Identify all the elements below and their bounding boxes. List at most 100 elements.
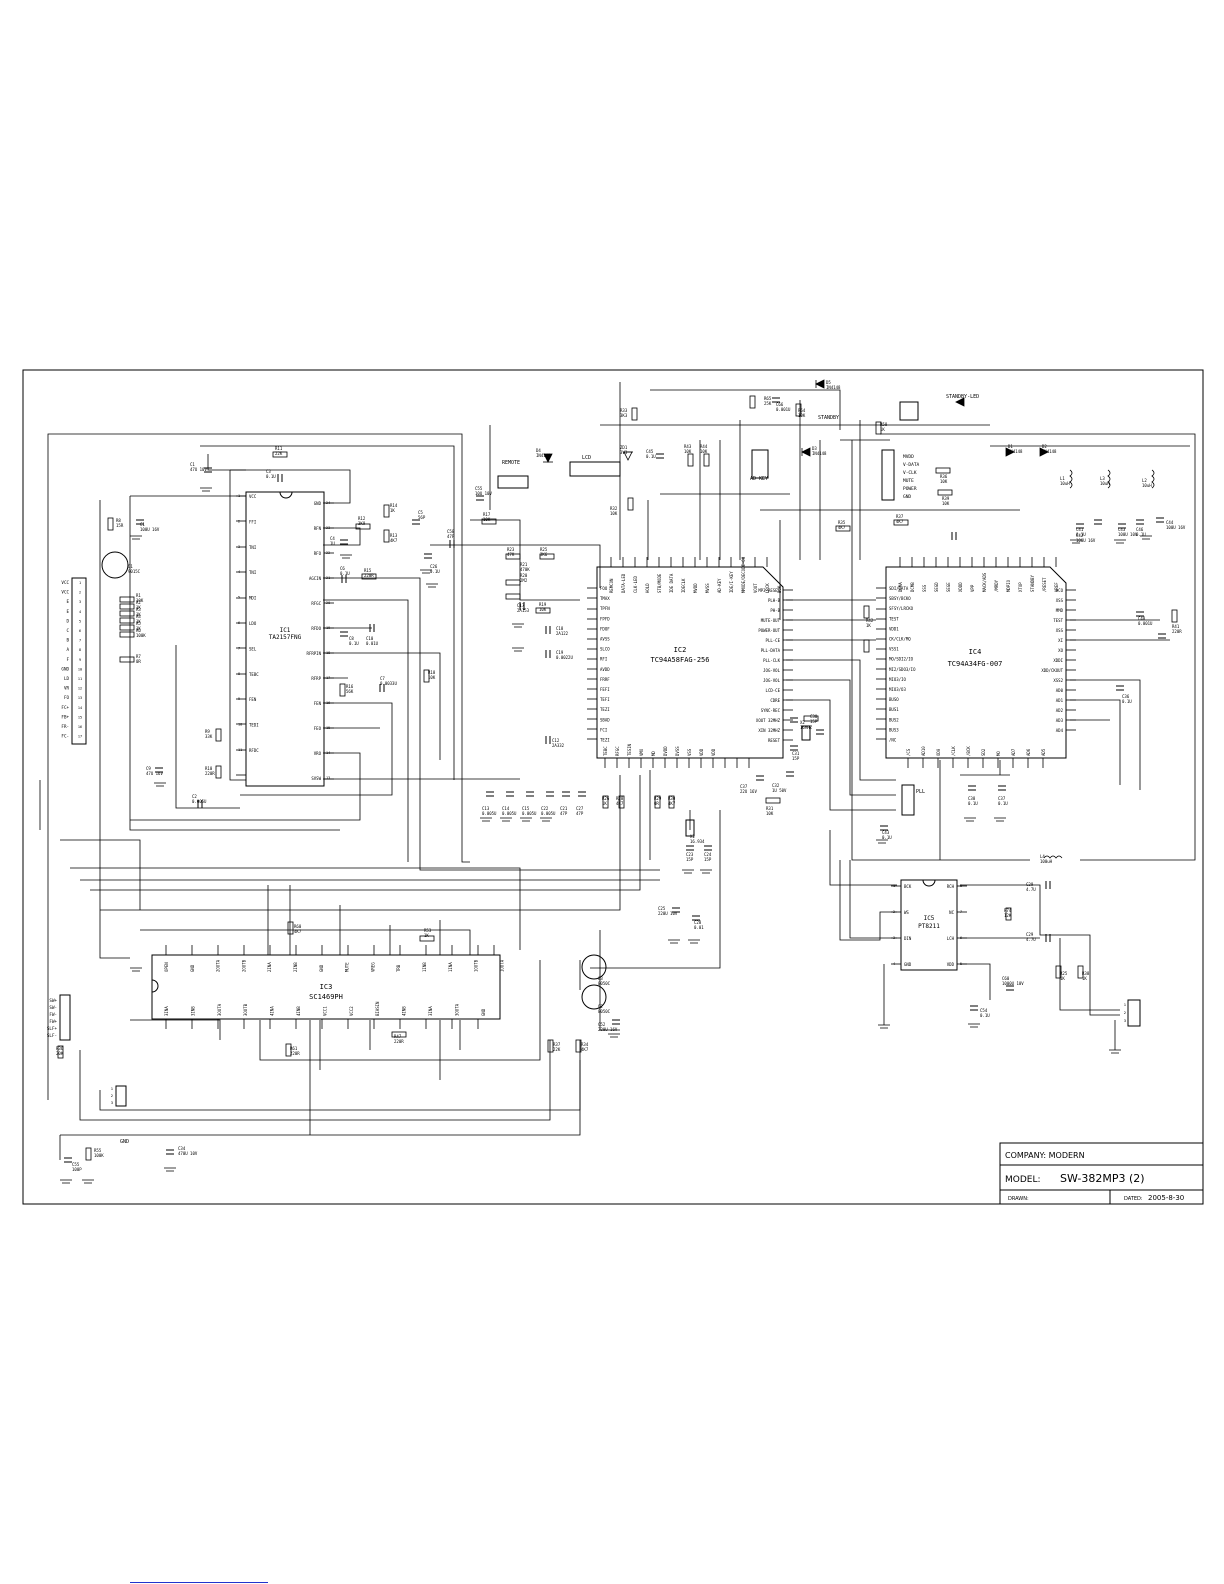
- model-label: MODEL:: [1005, 1175, 1041, 1185]
- j1-pin-number: 16: [78, 725, 82, 729]
- component-value: 220U 16V: [598, 1027, 618, 1032]
- component-ref: R31: [766, 806, 774, 811]
- ic2-pin-name: DVDD: [663, 746, 668, 756]
- ic2-pin-name: SLCO: [600, 647, 610, 652]
- component-value: 0.1U: [430, 569, 440, 574]
- label-pll: PLL: [916, 789, 925, 795]
- resistors: [57, 395, 1178, 1161]
- component-ref: Q3: [598, 976, 603, 981]
- component-value: 0.1U: [882, 835, 892, 840]
- ic3-pin-name: VCC2: [349, 1006, 354, 1016]
- component-value: 10K: [610, 511, 618, 516]
- transistor-q1: [101, 551, 129, 579]
- component-value: 0.1U: [646, 454, 656, 459]
- j2-pin-number: 3: [1124, 1018, 1126, 1023]
- ic2-ref: IC2: [674, 646, 687, 654]
- ic4-pin-name: VDD1: [889, 626, 899, 631]
- component-ref: R21: [520, 562, 528, 567]
- component-ref: C14: [502, 806, 510, 811]
- bottom-link-underline: [130, 1582, 268, 1583]
- ic4-pin-name: XSS: [1056, 598, 1064, 603]
- ic4-ref: IC4: [969, 648, 982, 656]
- j6-pin-label: GND: [903, 494, 911, 500]
- connector-j4-labels: 123: [111, 1086, 114, 1105]
- ic1-pin-name: GND: [314, 501, 322, 506]
- component-value: 0.01: [694, 925, 704, 930]
- ic1-pin-name: VRO: [314, 751, 322, 756]
- j1-pin-number: 6: [79, 629, 81, 633]
- component-value: 15R: [116, 523, 124, 528]
- component-value: 0.1U: [340, 571, 350, 576]
- ic4-pin-name: MIO3/IO: [889, 677, 906, 682]
- ic5-pin-number: 5: [960, 962, 962, 966]
- ic1-pin-name: LDO: [249, 621, 257, 626]
- j5-pin-label: SLF+: [47, 1026, 58, 1031]
- component-value: 0.1U: [980, 1013, 990, 1018]
- component-value: 470U 10V: [178, 1151, 198, 1156]
- j1-pin-label: FB+: [61, 714, 69, 719]
- component-value: 0.1U: [968, 801, 978, 806]
- ic1-pin-number: 18: [326, 651, 330, 655]
- component-ref: R39: [942, 496, 950, 501]
- component-value: 4.7U: [1026, 887, 1036, 892]
- component-value: 100U 16V: [1076, 538, 1096, 543]
- ic4-pin-name: SBSY/BCKO: [889, 596, 911, 601]
- ic1-pin-name: SEL: [249, 646, 257, 651]
- component-value: 47P: [447, 534, 455, 539]
- component-value: 47K: [507, 552, 515, 557]
- component-value: 1K: [136, 605, 141, 610]
- component-value: 15P: [792, 756, 800, 761]
- component-value: 10K: [942, 501, 950, 506]
- component-ref: R15: [364, 568, 372, 573]
- component-value: 4K7: [896, 519, 904, 524]
- component-value: 56K: [346, 689, 354, 694]
- component-value: 0.1U: [998, 801, 1008, 806]
- component-ref: C29: [1026, 932, 1034, 937]
- ic2-pin-name: REMCON: [609, 578, 614, 593]
- j1-pin-number: 2: [79, 591, 81, 595]
- component-value: 10uH: [1100, 481, 1110, 486]
- connector-j6: [881, 449, 895, 501]
- component-value: 10K: [700, 449, 708, 454]
- component-value: 16MHZ: [800, 725, 813, 730]
- ic5-pin-number: 2: [893, 910, 895, 914]
- ic2-left-pins: FOOTMAXTPFNFPFDFDOFAVSSSLCORFIAVDDFRRFFE…: [600, 586, 610, 743]
- component-ref: C45: [646, 449, 654, 454]
- component-value: 0.005U: [482, 811, 497, 816]
- component-value: 22K: [553, 1047, 561, 1052]
- component-ref: C37: [740, 784, 748, 789]
- ground-symbols: [60, 487, 1152, 1184]
- model-value: SW-382MP3 (2): [1060, 1172, 1145, 1185]
- component-value: 10K: [940, 479, 948, 484]
- j1-pin-number: 13: [78, 696, 82, 700]
- component-value: 100K: [136, 633, 146, 638]
- ic1-pin-number: 14: [326, 751, 330, 755]
- component-ref: C43: [1118, 527, 1126, 532]
- component-value: 10K: [428, 675, 436, 680]
- ic4-pin-name: /NC: [889, 738, 897, 743]
- component-ref: R1: [136, 593, 141, 598]
- component-value: 25K: [764, 401, 772, 406]
- ic5-pin-name: BCK: [904, 884, 912, 889]
- ic1-pin-number: 16: [326, 701, 330, 705]
- ic3-pin-name: 2INA: [267, 962, 272, 972]
- ic2-pin-name: CLK-LED: [633, 576, 638, 593]
- j5-pin-label: SW-: [49, 1005, 57, 1010]
- j1-pin-label: GND: [61, 666, 69, 671]
- ic2-pin-name: FEFI: [600, 687, 610, 692]
- component-value: 100U 16V: [1166, 525, 1186, 530]
- component-ref: C36: [1122, 694, 1130, 699]
- connector-j5: [59, 994, 71, 1041]
- ic1-pin-name: MDI: [249, 596, 257, 601]
- crystal-x1: [685, 819, 695, 837]
- ic3-pin-name: BIASIN: [375, 1001, 380, 1016]
- j1-pin-label: F: [66, 657, 69, 662]
- ic2-pin-name: PLL-CE: [766, 638, 781, 643]
- component-ref: R47: [394, 1034, 402, 1039]
- j1-pin-number: 5: [79, 619, 81, 623]
- component-ref: C2: [192, 794, 197, 799]
- component-value: 10uH: [1142, 483, 1152, 488]
